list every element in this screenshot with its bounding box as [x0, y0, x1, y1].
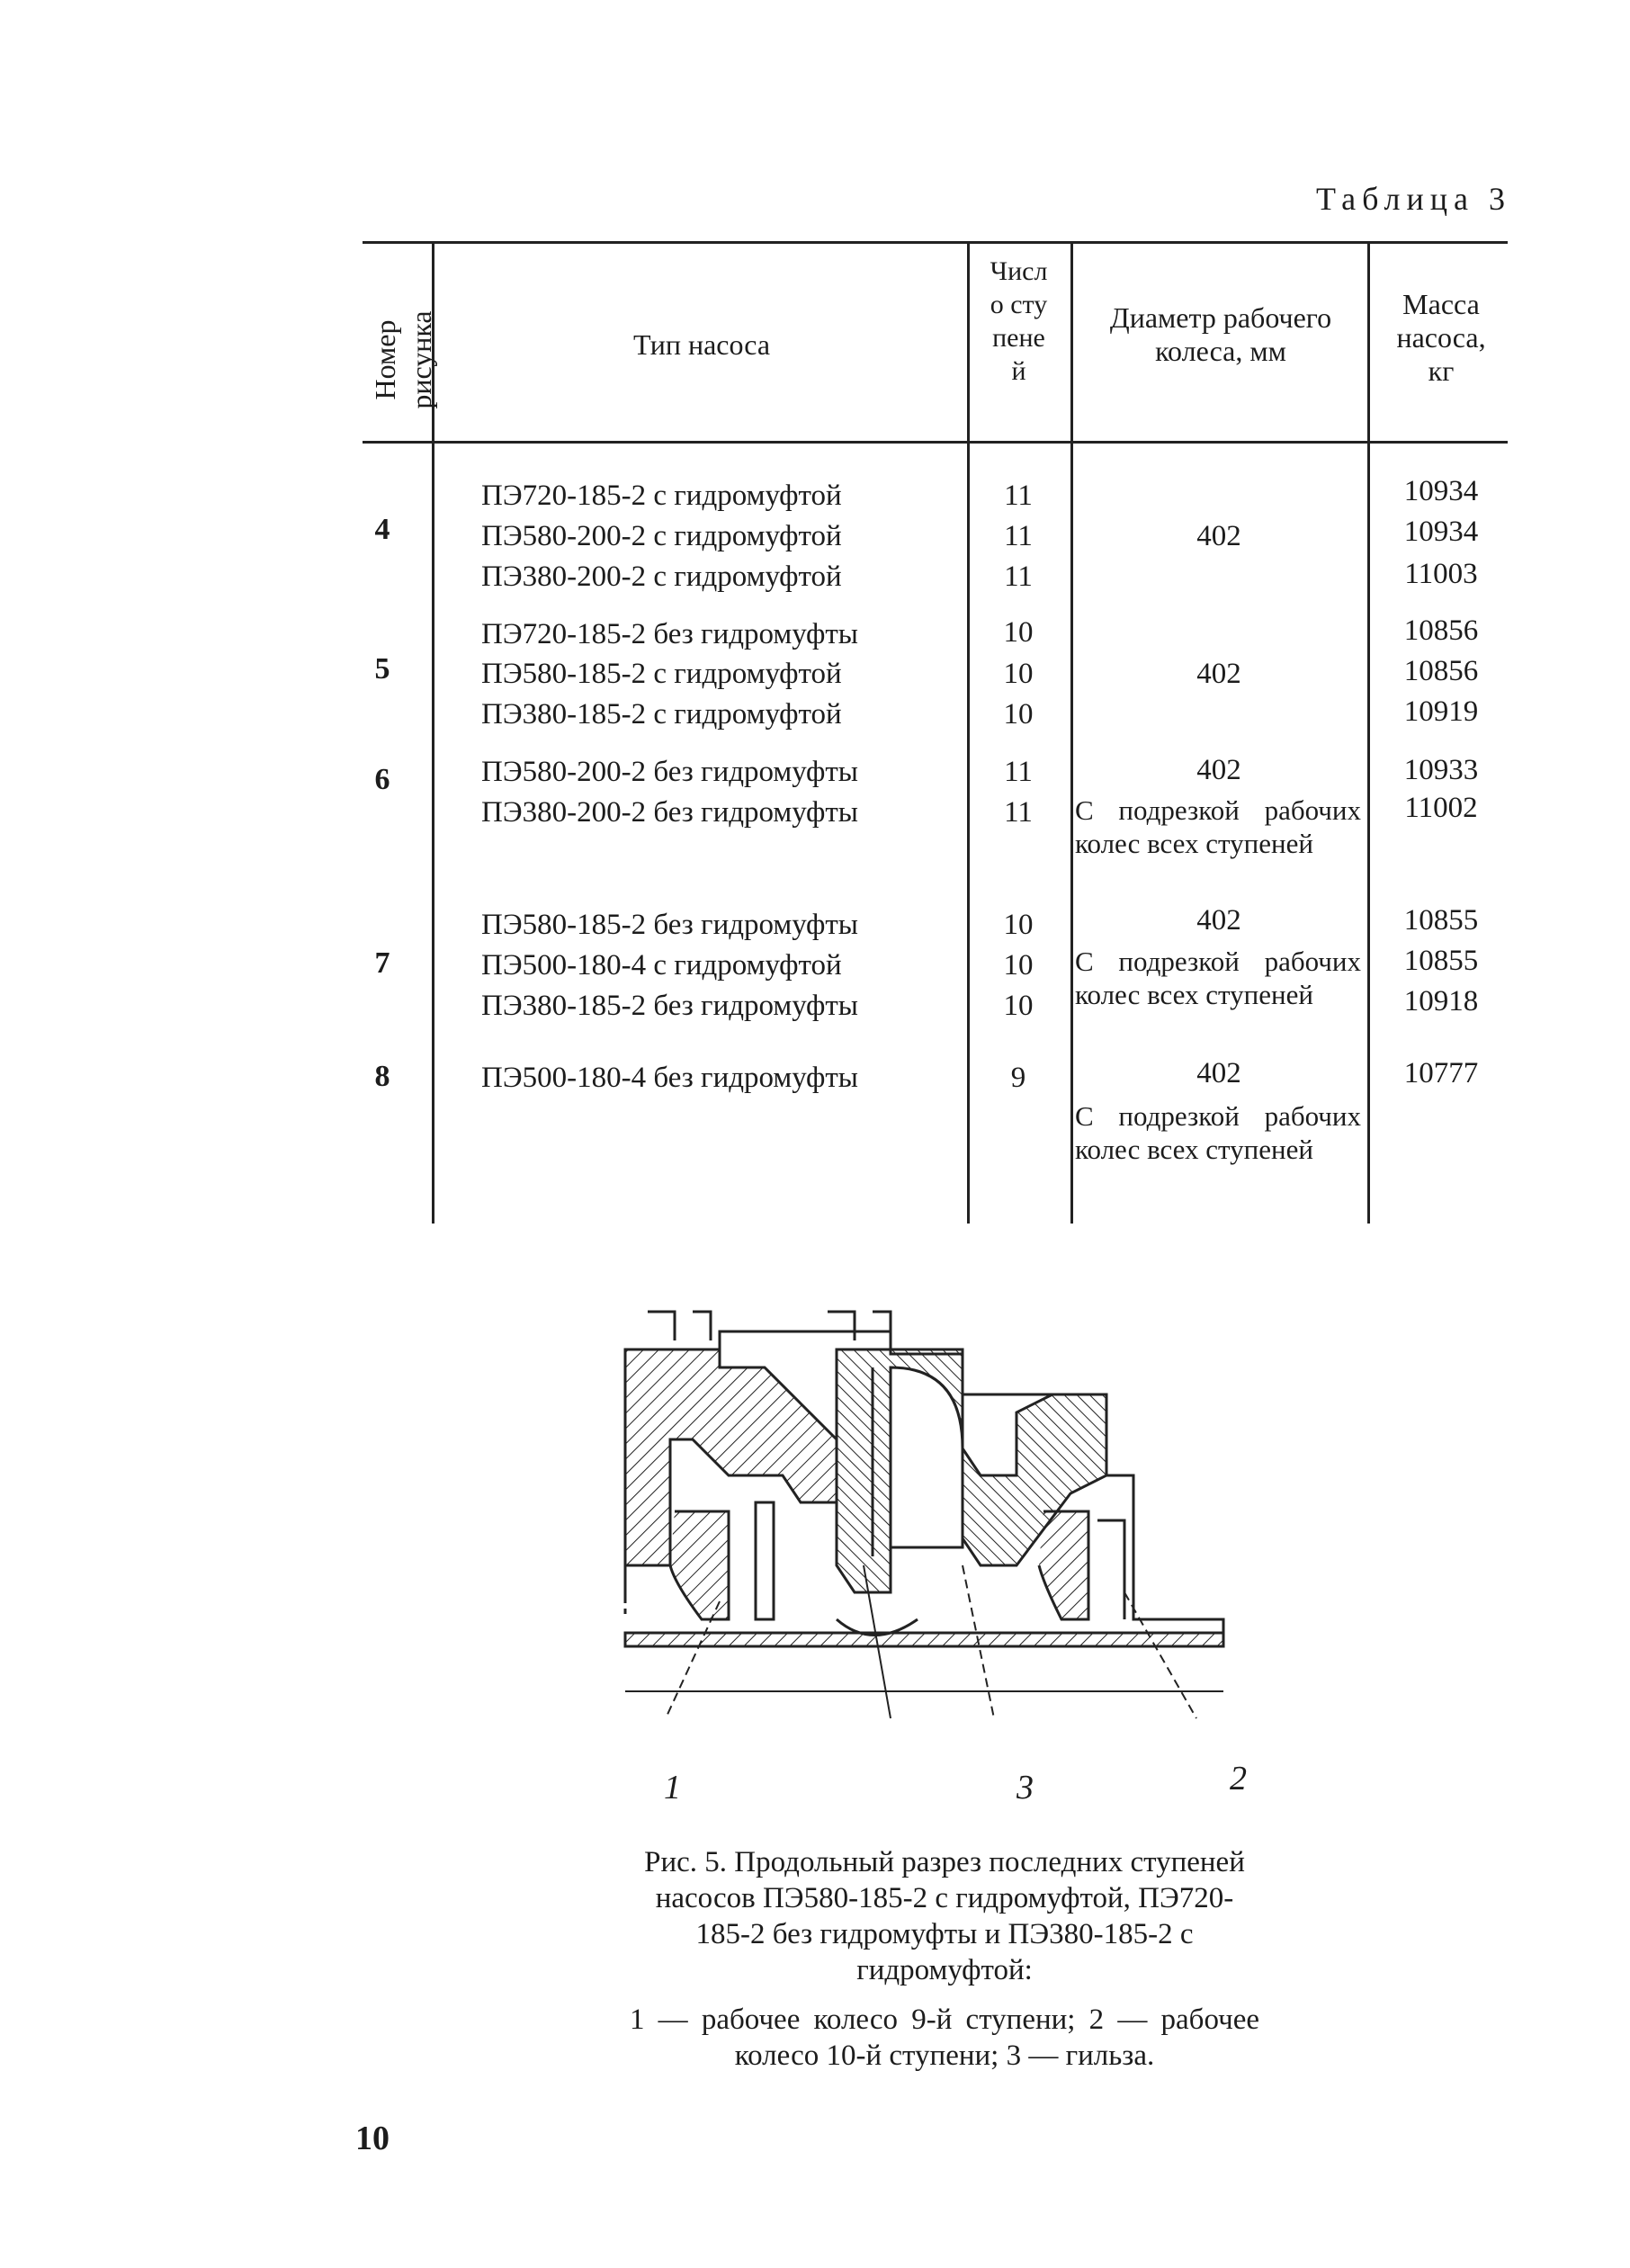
mass-cell: 11003	[1404, 558, 1478, 590]
diameter-note-cell: С подрезкой рабочих колес всех ступеней	[1075, 1099, 1361, 1166]
figure-number-cell: 8	[374, 1060, 390, 1093]
pump-type-cell: ПЭ380-185-2 без гидромуфты	[481, 990, 858, 1022]
stages-cell: 10	[1003, 909, 1034, 941]
pump-type-cell: ПЭ380-200-2 с гидромуфтой	[481, 560, 842, 593]
diameter-cell: 402	[1196, 658, 1241, 690]
mass-cell: 10934	[1403, 515, 1479, 548]
stages-cell: 11	[1004, 796, 1033, 829]
mass-cell: 10856	[1403, 655, 1479, 687]
drawing-label-1: 1	[664, 1769, 681, 1806]
stages-cell: 9	[1010, 1062, 1026, 1094]
stages-cell: 10	[1003, 990, 1034, 1022]
pump-type-cell: ПЭ580-200-2 без гидромуфты	[481, 756, 858, 788]
page-number: 10	[355, 2120, 390, 2157]
figure-number-cell: 6	[374, 763, 390, 796]
figure-number-cell: 5	[374, 652, 390, 686]
diameter-note-text: С подрезкой рабочих колес всех ступеней	[1075, 794, 1361, 859]
drawing-label-3: 3	[1017, 1769, 1034, 1806]
stages-cell: 11	[1004, 480, 1033, 512]
figure-legend: 1 — рабочее колесо 9-й ступени; 2 — рабо…	[630, 2004, 1259, 2072]
diameter-note-cell: С подрезкой рабочих колес всех ступеней	[1075, 793, 1361, 860]
diameter-cell: 402	[1196, 904, 1241, 937]
stages-cell: 11	[1004, 756, 1033, 788]
diameter-cell: 402	[1196, 520, 1241, 552]
mass-cell: 10934	[1403, 475, 1479, 507]
pump-type-cell: ПЭ380-200-2 без гидромуфты	[481, 796, 858, 829]
table-col-divider	[1367, 243, 1370, 1224]
diameter-cell: 402	[1196, 1057, 1241, 1089]
header-stages: Число ступеней	[990, 256, 1048, 386]
figure-number-cell: 7	[374, 946, 390, 980]
stages-cell: 11	[1004, 560, 1033, 593]
mass-cell: 10856	[1403, 614, 1479, 647]
stages-cell: 10	[1003, 949, 1034, 982]
table-col-divider	[967, 243, 970, 1224]
figure-caption: Рис. 5. Продольный разрез последних ступ…	[644, 1846, 1245, 1986]
mass-cell: 10777	[1403, 1057, 1479, 1089]
pump-type-cell: ПЭ580-185-2 с гидромуфтой	[481, 658, 842, 690]
pump-type-cell: ПЭ500-180-4 с гидромуфтой	[481, 949, 842, 982]
diameter-note-cell: С подрезкой рабочих колес всех ступеней	[1075, 945, 1361, 1011]
table-header-rule	[363, 441, 1508, 444]
stages-cell: 10	[1003, 658, 1034, 690]
diameter-note-text: С подрезкой рабочих колес всех ступеней	[1075, 1100, 1361, 1165]
diameter-note-text: С подрезкой рабочих колес всех ступеней	[1075, 946, 1361, 1010]
stages-cell: 11	[1004, 520, 1033, 552]
mass-cell: 10855	[1403, 904, 1479, 937]
mass-cell: 10855	[1403, 945, 1479, 977]
mass-cell: 11002	[1404, 792, 1478, 824]
header-pump-type: Тип насоса	[632, 328, 771, 361]
header-diameter: Диаметр рабочего колеса, мм	[1109, 301, 1332, 367]
table-top-rule	[363, 241, 1508, 244]
pump-section-drawing	[623, 1310, 1225, 1719]
header-mass: Масса насоса, кг	[1396, 288, 1486, 387]
mass-cell: 10919	[1403, 695, 1479, 728]
pump-type-cell: ПЭ720-185-2 с гидромуфтой	[481, 480, 842, 512]
table-col-divider	[432, 243, 434, 1224]
drawing-label-2: 2	[1230, 1760, 1247, 1797]
pump-type-cell: ПЭ580-200-2 с гидромуфтой	[481, 520, 842, 552]
stages-cell: 10	[1003, 698, 1034, 731]
pump-type-cell: ПЭ380-185-2 с гидромуфтой	[481, 698, 842, 731]
table-caption: Таблица 3	[1316, 181, 1511, 217]
diameter-cell: 402	[1196, 754, 1241, 786]
figure-number-cell: 4	[374, 513, 390, 546]
table-col-divider	[1070, 243, 1073, 1224]
pump-type-cell: ПЭ500-180-4 без гидромуфты	[481, 1062, 858, 1094]
stages-cell: 10	[1003, 616, 1034, 649]
pump-type-cell: ПЭ720-185-2 без гидромуфты	[481, 618, 858, 650]
mass-cell: 10933	[1403, 754, 1479, 786]
pump-type-cell: ПЭ580-185-2 без гидромуфты	[481, 909, 858, 941]
mass-cell: 10918	[1403, 985, 1479, 1017]
